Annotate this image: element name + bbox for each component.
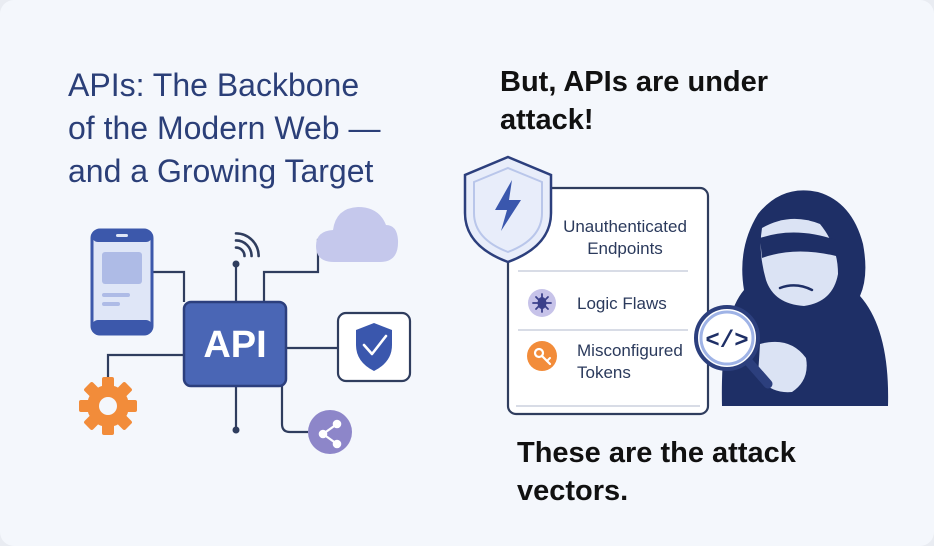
gear-icon (79, 377, 137, 435)
vector-misconfig-line-1: Misconfigured (577, 341, 683, 360)
title-line-3: and a Growing Target (68, 153, 374, 189)
share-node-icon (308, 410, 352, 454)
attack-vectors-panel: Unauthenticated Endpoints Logic Flaws (506, 186, 710, 416)
wifi-dot (232, 260, 240, 268)
vector-logic-flaws: Logic Flaws (577, 294, 667, 313)
vectors-heading-line-2: vectors. (517, 475, 629, 507)
cloud-icon (316, 207, 399, 262)
connector-lines (106, 238, 340, 434)
vectors-heading: These are the attack vectors. (517, 434, 877, 510)
key-icon (527, 341, 557, 371)
phone-icon (90, 228, 154, 336)
shield-bolt-icon (463, 155, 553, 264)
title-line-2: of the Modern Web — (68, 110, 381, 146)
attack-heading-line-1: But, APIs are under (500, 66, 769, 98)
vector-unauth-line-1: Unauthenticated (563, 217, 687, 236)
api-hub: API (182, 300, 288, 388)
slide-title: APIs: The Backbone of the Modern Web — a… (68, 64, 448, 193)
bottom-dot (232, 426, 240, 434)
api-label: API (203, 324, 266, 366)
attack-heading-line-2: attack! (500, 104, 594, 136)
vector-unauth-line-2: Endpoints (587, 239, 663, 258)
wifi-icon (234, 232, 260, 258)
hacker-icon (721, 190, 889, 406)
bug-icon (528, 289, 556, 317)
magnifier-icon: </> (694, 305, 773, 389)
vectors-heading-line-1: These are the attack (517, 437, 796, 469)
attack-heading: But, APIs are under attack! (500, 63, 830, 139)
title-line-1: APIs: The Backbone (68, 67, 360, 103)
code-symbol: </> (705, 328, 748, 355)
shield-check-icon (336, 311, 412, 383)
vector-misconfig-line-2: Tokens (577, 363, 631, 382)
